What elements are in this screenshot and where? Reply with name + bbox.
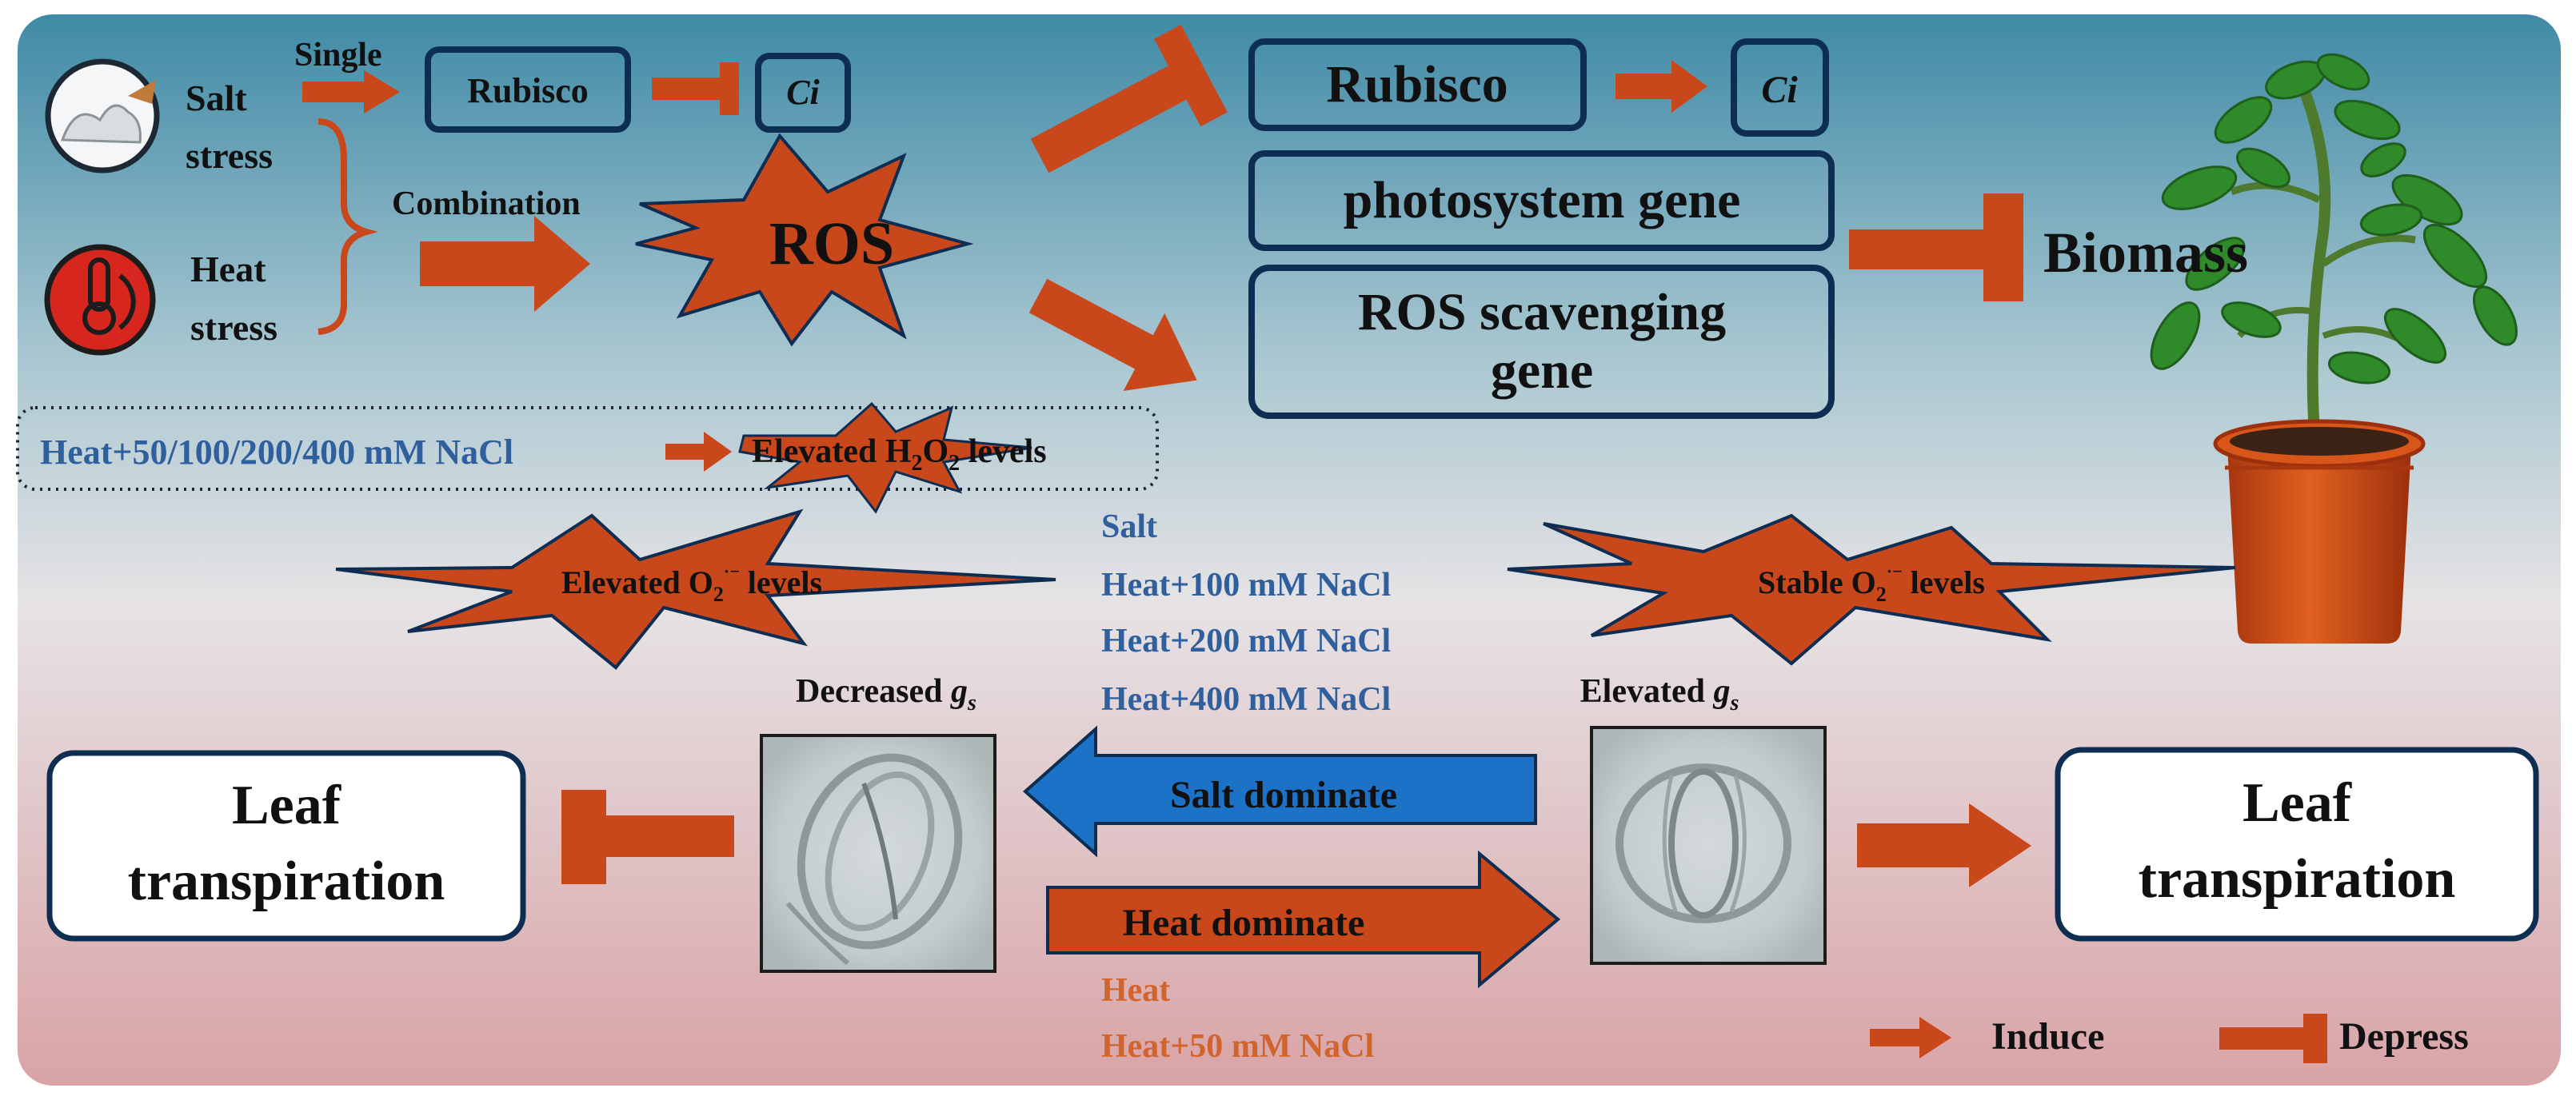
combined-rubisco-label: Rubisco	[1326, 55, 1508, 114]
elevated-gs-label: Elevated gs	[1580, 673, 1739, 715]
transpiration-induce-arrow	[1857, 803, 2031, 887]
h2o2-induce-arrow	[665, 432, 732, 472]
single-ci-box	[755, 53, 851, 133]
salt-treatment-3: Heat+400 mM NaCl	[1101, 681, 1391, 718]
heat-treatment-0: Heat	[1101, 972, 1170, 1009]
right-transpiration-label-2: transpiration	[2139, 848, 2456, 910]
heat-stress-label-1: Heat	[190, 249, 266, 289]
elevated-o2-burst	[335, 508, 1056, 670]
single-induce-arrow	[302, 70, 400, 114]
closed-stoma-image	[760, 734, 996, 973]
photosystem-gene-box	[1248, 150, 1835, 251]
ros-depress-arrow	[1030, 24, 1228, 173]
single-rubisco-label: Rubisco	[467, 71, 589, 110]
combined-ci-label: Ci	[1761, 69, 1798, 111]
combined-ci-box	[1731, 38, 1829, 137]
legend-depress-arrow	[2219, 1014, 2327, 1063]
h2o2-result-label: Elevated H2O2 levels	[752, 433, 1047, 476]
single-rubisco-box	[425, 46, 631, 133]
ros-scavenging-label-1: ROS scavenging	[1358, 283, 1726, 341]
legend-induce-arrow	[1870, 1017, 1951, 1058]
h2o2-treatment-box	[16, 406, 1159, 491]
right-leaf-transpiration-box	[2055, 747, 2539, 942]
photosystem-gene-label: photosystem gene	[1344, 171, 1741, 229]
thermometer-icon	[44, 244, 156, 356]
h2o2-treatment-label: Heat+50/100/200/400 mM NaCl	[40, 432, 513, 472]
heat-stress-label-2: stress	[190, 307, 278, 348]
combination-brace	[318, 118, 378, 335]
transpiration-depress-arrow	[561, 790, 734, 884]
right-transpiration-label-1: Leaf	[2243, 772, 2352, 834]
h2o2-burst	[738, 401, 1032, 514]
salt-treatment-0: Salt	[1101, 508, 1157, 545]
combination-induce-arrow	[420, 216, 590, 312]
rubisco-ci-induce-arrow	[1615, 60, 1707, 113]
salt-stress-label-1: Salt	[186, 78, 247, 118]
elevated-o2-label: Elevated O2·− levels	[561, 561, 822, 606]
ros-scavenging-label-2: gene	[1491, 341, 1593, 400]
legend: Induce Depress	[1870, 1014, 2469, 1063]
single-ci-label: Ci	[786, 73, 820, 112]
open-stoma-image	[1590, 726, 1827, 965]
ros-label: ROS	[769, 210, 894, 277]
legend-depress-label: Depress	[2339, 1015, 2469, 1058]
left-transpiration-label-2: transpiration	[128, 851, 445, 912]
salt-stress-label-2: stress	[186, 135, 273, 176]
salt-dominate-arrow	[1022, 725, 1537, 858]
biomass-label: Biomass	[2043, 221, 2248, 285]
single-label: Single	[294, 37, 382, 74]
salt-dominate-label: Salt dominate	[1170, 774, 1397, 816]
salt-treatment-1: Heat+100 mM NaCl	[1101, 567, 1391, 604]
combined-rubisco-box	[1248, 38, 1587, 131]
decreased-gs-label: Decreased gs	[796, 673, 976, 715]
flower-pot-image	[2213, 419, 2426, 644]
heat-dominate-arrow	[1046, 850, 1561, 989]
salt-treatment-2: Heat+200 mM NaCl	[1101, 623, 1391, 660]
ros-burst	[635, 133, 974, 347]
heat-treatment-1: Heat+50 mM NaCl	[1101, 1028, 1374, 1065]
left-leaf-transpiration-box	[46, 750, 526, 942]
legend-induce-label: Induce	[1991, 1015, 2104, 1058]
salt-icon	[45, 58, 160, 173]
combination-label: Combination	[392, 185, 581, 222]
tomato-plant-image	[2150, 53, 2518, 448]
stable-o2-label: Stable O2·− levels	[1758, 561, 1985, 606]
ros-scavenging-gene-box	[1248, 265, 1835, 419]
single-depress-arrow	[652, 62, 739, 115]
ros-induce-arrow	[1028, 278, 1197, 391]
heat-dominate-label: Heat dominate	[1123, 902, 1365, 944]
stable-o2-burst	[1507, 513, 2236, 666]
biomass-depress-arrow	[1849, 193, 2023, 301]
left-transpiration-label-1: Leaf	[232, 775, 341, 836]
